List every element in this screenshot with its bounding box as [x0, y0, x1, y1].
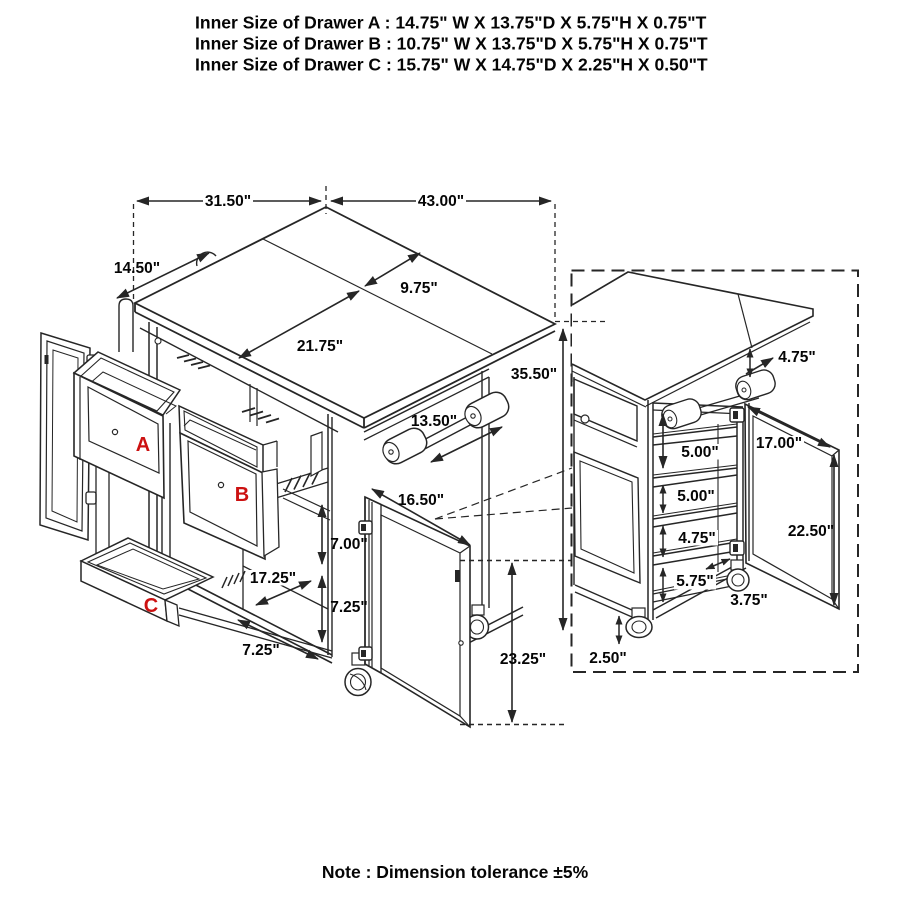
svg-text:7.25": 7.25" — [330, 599, 368, 616]
svg-text:Note : Dimension tolerance ±5%: Note : Dimension tolerance ±5% — [322, 862, 589, 882]
svg-text:4.75": 4.75" — [778, 349, 816, 366]
svg-text:C: C — [144, 595, 158, 617]
svg-text:14.50": 14.50" — [114, 260, 160, 277]
svg-text:31.50": 31.50" — [205, 193, 251, 210]
svg-text:22.50": 22.50" — [788, 523, 834, 540]
svg-text:35.50": 35.50" — [511, 366, 557, 383]
svg-text:Inner Size of Drawer C : 15.75: Inner Size of Drawer C : 15.75" W X 14.7… — [195, 55, 708, 75]
svg-text:23.25": 23.25" — [500, 651, 546, 668]
svg-text:21.75": 21.75" — [297, 338, 343, 355]
svg-text:5.00": 5.00" — [677, 488, 715, 505]
svg-text:17.00": 17.00" — [756, 435, 802, 452]
svg-text:16.50": 16.50" — [398, 492, 444, 509]
svg-text:4.75": 4.75" — [678, 530, 716, 547]
svg-text:B: B — [235, 484, 249, 506]
svg-text:5.00": 5.00" — [681, 444, 719, 461]
svg-text:7.00": 7.00" — [330, 536, 368, 553]
svg-text:5.75": 5.75" — [676, 573, 714, 590]
svg-text:2.50": 2.50" — [589, 650, 627, 667]
svg-text:9.75": 9.75" — [400, 280, 438, 297]
svg-text:A: A — [136, 434, 150, 456]
svg-text:3.75": 3.75" — [730, 592, 768, 609]
svg-text:13.50": 13.50" — [411, 413, 457, 430]
svg-text:43.00": 43.00" — [418, 193, 464, 210]
svg-text:Inner Size of Drawer B : 10.75: Inner Size of Drawer B : 10.75" W X 13.7… — [195, 34, 708, 54]
svg-text:17.25": 17.25" — [250, 570, 296, 587]
svg-text:Inner Size of Drawer A : 14.75: Inner Size of Drawer A : 14.75" W X 13.7… — [195, 13, 707, 33]
svg-text:7.25": 7.25" — [242, 642, 280, 659]
